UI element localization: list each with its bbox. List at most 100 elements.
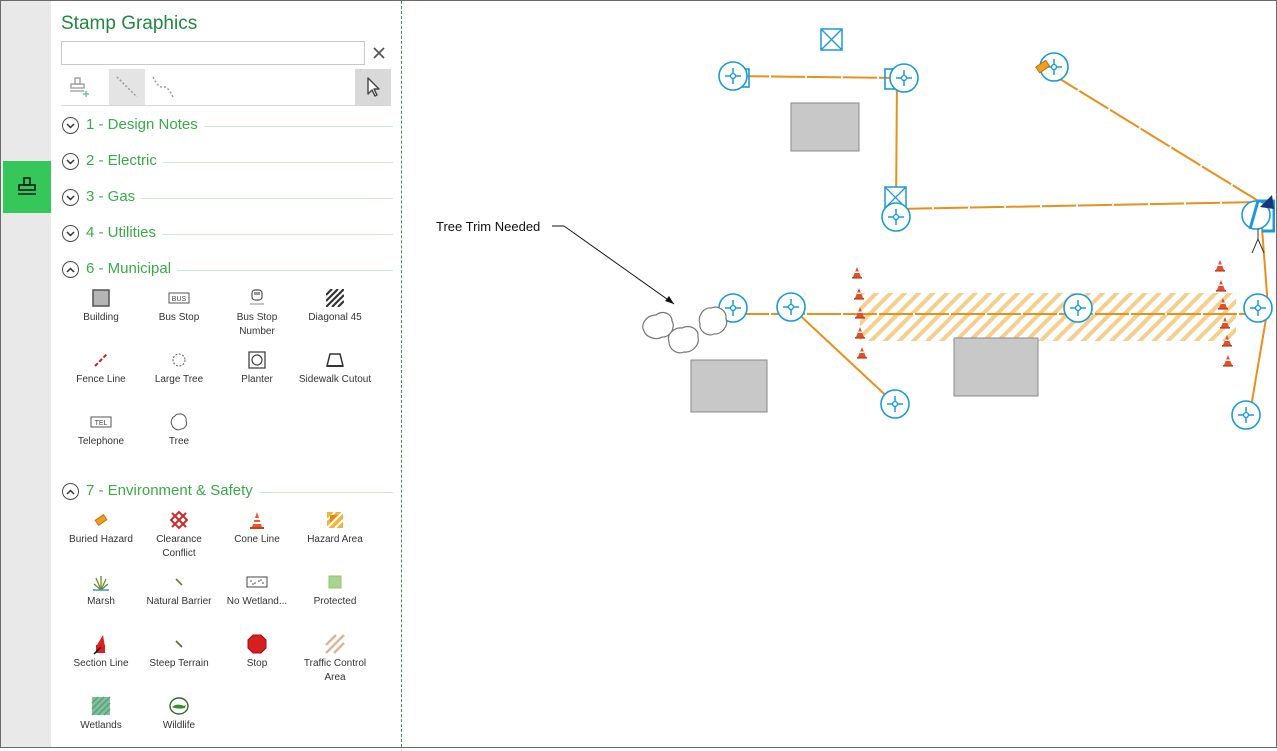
stamp-hazard-area[interactable]: Hazard Area [296, 509, 374, 565]
chevron-up-icon[interactable] [62, 483, 79, 500]
stamp-buried-hazard[interactable]: Buried Hazard [62, 509, 140, 565]
annotation-leader[interactable] [552, 225, 675, 305]
stamp-tree[interactable]: Tree [140, 411, 218, 467]
stamp-clearance-conflict[interactable]: Clearance Conflict [140, 509, 218, 565]
stamp-label: Diagonal 45 [308, 312, 362, 323]
stamp-bus-stop-number[interactable]: Bus Stop Number [218, 287, 296, 343]
stamp-label: Wetlands [80, 720, 122, 731]
stamp-building[interactable]: Building [62, 287, 140, 343]
stamp-label: Buried Hazard [69, 534, 133, 545]
cone[interactable] [857, 347, 867, 359]
dotted-curve-icon [152, 76, 174, 98]
cone[interactable] [1223, 355, 1233, 367]
stamp-label: Bus Stop Number [236, 312, 278, 337]
cone[interactable] [1215, 260, 1225, 272]
section-environment-safety[interactable]: 7 - Environment & Safety [61, 480, 393, 502]
pole[interactable] [776, 292, 806, 322]
stamp-large-tree[interactable]: Large Tree [140, 349, 218, 405]
select-tool-button[interactable] [355, 69, 391, 105]
section-municipal[interactable]: 6 - Municipal [61, 258, 393, 280]
fence-line-icon [94, 353, 108, 367]
stamp-steep-terrain[interactable]: Steep Terrain [140, 633, 218, 689]
stamp-wetlands[interactable]: Wetlands [62, 695, 140, 751]
stamp-diagonal-45[interactable]: Diagonal 45 [296, 287, 374, 343]
stamp-label: Building [83, 312, 119, 323]
section-design-notes[interactable]: 1 - Design Notes [61, 114, 393, 136]
chevron-down-icon[interactable] [62, 225, 79, 242]
pole[interactable] [1243, 293, 1273, 323]
stamp-graphics-panel: Stamp Graphics [51, 1, 401, 747]
add-stamp-button[interactable] [61, 69, 97, 105]
stamp-label: Tree [168, 436, 190, 447]
cone[interactable] [852, 267, 862, 279]
section-utilities[interactable]: 4 - Utilities [61, 222, 393, 244]
section-gas[interactable]: 3 - Gas [61, 186, 393, 208]
chevron-down-icon[interactable] [62, 153, 79, 170]
section-electric[interactable]: 2 - Electric [61, 150, 393, 172]
bus-stop-icon: BUS [168, 292, 190, 304]
stamp-cone-line[interactable]: Cone Line [218, 509, 296, 565]
section-line-icon [93, 635, 105, 655]
building[interactable] [790, 102, 860, 152]
pole[interactable] [1063, 293, 1093, 323]
clearance-box[interactable] [820, 28, 843, 51]
svg-text:BUS: BUS [172, 296, 187, 303]
annotation-text[interactable]: Tree Trim Needed [436, 219, 541, 234]
left-rail [1, 1, 51, 747]
diagonal-hatch-icon [326, 289, 344, 307]
clearance-conflict-icon [169, 510, 189, 530]
chevron-down-icon[interactable] [62, 189, 79, 206]
stamp-no-wetland[interactable]: No Wetland... [218, 571, 296, 627]
section-divider [86, 126, 393, 127]
marsh-icon [93, 576, 109, 591]
drawing-canvas[interactable]: Tree Trim Needed [402, 1, 1275, 747]
buried-hazard-marker[interactable] [1035, 59, 1051, 74]
draw-line-button[interactable] [109, 69, 145, 105]
stamp-marsh[interactable]: Marsh [62, 571, 140, 627]
pole[interactable] [889, 63, 919, 93]
canvas-drawing [552, 28, 1275, 430]
building-icon [92, 289, 110, 307]
cone[interactable] [1216, 280, 1226, 292]
stamp-graphics-tab[interactable] [3, 161, 51, 213]
stamp-label: Clearance Conflict [156, 534, 202, 559]
cone-icon [250, 512, 264, 529]
traffic-control-area-icon [325, 634, 345, 654]
pointer-icon [367, 77, 380, 97]
chevron-down-icon[interactable] [62, 117, 79, 134]
pole[interactable] [880, 389, 910, 419]
stamp-traffic-control-area[interactable]: Traffic Control Area [296, 633, 374, 689]
panel-splitter[interactable] [401, 1, 402, 747]
stamp-protected[interactable]: Protected [296, 571, 374, 627]
clear-search-button[interactable] [369, 41, 389, 65]
stamp-fence-line[interactable]: Fence Line [62, 349, 140, 405]
wetlands-icon [91, 696, 111, 716]
stamp-label: Section Line [73, 658, 129, 669]
stamp-bus-stop[interactable]: BUS Bus Stop [140, 287, 218, 343]
anchor-pole[interactable] [1241, 195, 1275, 254]
stamp-label: Bus Stop [158, 312, 200, 323]
building[interactable] [690, 359, 768, 413]
chevron-up-icon[interactable] [62, 261, 79, 278]
stamp-planter[interactable]: Planter [218, 349, 296, 405]
section-divider [86, 234, 393, 235]
pole[interactable] [881, 202, 911, 232]
search-input[interactable] [61, 41, 365, 65]
bus-stop-number-icon [250, 289, 264, 305]
stamp-label: Protected [313, 596, 357, 607]
pole[interactable] [718, 61, 748, 91]
trees[interactable] [642, 306, 728, 354]
building[interactable] [953, 337, 1039, 397]
stamp-wildlife[interactable]: Wildlife [140, 695, 218, 751]
hazard-hatch-area[interactable] [860, 293, 1236, 341]
stamp-telephone[interactable]: TEL Telephone [62, 411, 140, 467]
pole[interactable] [1231, 400, 1261, 430]
dashed-line-icon [116, 76, 138, 98]
stamp-sidewalk-cutout[interactable]: Sidewalk Cutout [296, 349, 374, 405]
no-wetland-icon [246, 576, 268, 588]
stamp-natural-barrier[interactable]: Natural Barrier [140, 571, 218, 627]
wildlife-icon [169, 697, 189, 715]
stamp-section-line[interactable]: Section Line [62, 633, 140, 689]
stamp-stop[interactable]: Stop [218, 633, 296, 689]
draw-curve-button[interactable] [145, 69, 181, 105]
